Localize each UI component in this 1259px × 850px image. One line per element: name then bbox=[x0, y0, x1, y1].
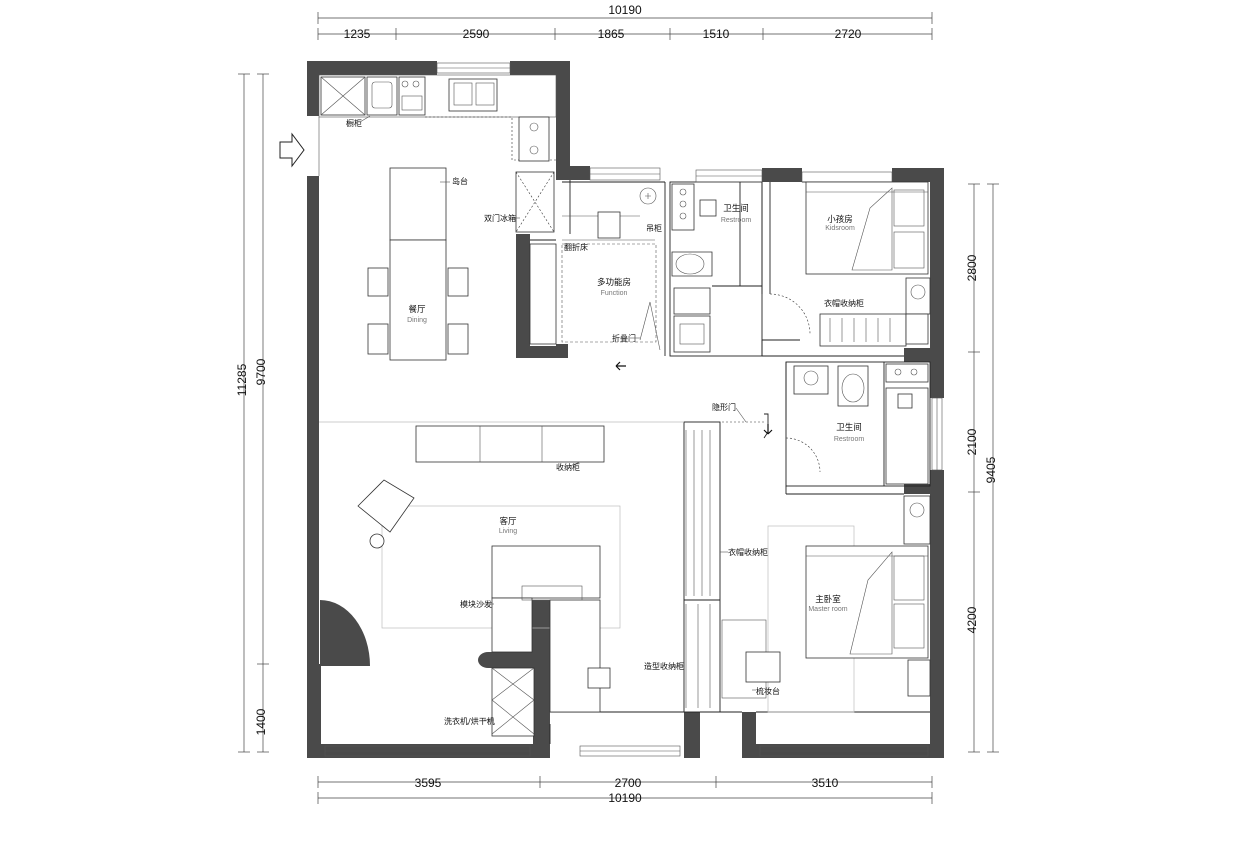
room-dining-cn: 餐厅 bbox=[408, 305, 426, 315]
label-sofa: 模块沙发 bbox=[460, 599, 492, 609]
dim-top-seg-5: 2720 bbox=[835, 27, 862, 41]
living-furniture bbox=[357, 425, 621, 737]
label-island: 岛台 bbox=[452, 176, 468, 186]
dim-left-inner: 9700 bbox=[254, 358, 268, 385]
dim-top-total: 10190 bbox=[608, 3, 642, 17]
room-kids-cn: 小孩房 bbox=[827, 214, 853, 225]
room-master-cn: 主卧室 bbox=[815, 594, 841, 605]
label-floor-drain: 吊柜 bbox=[646, 223, 662, 233]
doors bbox=[722, 293, 821, 473]
label-fridge: 双门冰箱 bbox=[484, 213, 516, 223]
room-dining-en: Dining bbox=[407, 317, 427, 324]
kids-room-furniture bbox=[805, 181, 931, 347]
dim-bottom-seg-2: 2700 bbox=[615, 776, 642, 790]
label-master-wardrobe: 衣帽收纳柜 bbox=[728, 547, 768, 557]
room-function-label: 多功能房 Function bbox=[597, 277, 631, 297]
room-living-label: 客厅 Living bbox=[499, 516, 517, 535]
label-storage-cabinet: 收纳柜 bbox=[556, 462, 580, 472]
dimension-top: 10190 1235 2590 1865 1510 2720 bbox=[317, 3, 933, 41]
dim-bottom-seg-3: 3510 bbox=[812, 776, 839, 790]
dim-top-seg-4: 1510 bbox=[703, 27, 730, 41]
label-kids-wardrobe: 衣帽收纳柜 bbox=[824, 298, 864, 308]
room-kids-label: 小孩房 Kidsroom bbox=[825, 214, 855, 232]
walls bbox=[307, 61, 944, 758]
room-function-en: Function bbox=[601, 290, 628, 297]
label-cabinet: 橱柜 bbox=[346, 118, 362, 128]
label-folding-bed: 翻折床 bbox=[564, 242, 588, 252]
arrow-down-icon bbox=[763, 424, 773, 435]
dining-area bbox=[367, 167, 469, 361]
dim-right-seg-3: 4200 bbox=[965, 606, 979, 633]
function-room-furniture bbox=[529, 187, 661, 351]
arrow-left-icon bbox=[615, 361, 626, 371]
room-kids-en: Kidsroom bbox=[825, 225, 855, 232]
master-room-furniture bbox=[685, 430, 931, 713]
dim-top-seg-3: 1865 bbox=[598, 27, 625, 41]
label-folding-door: 折叠门 bbox=[612, 333, 636, 343]
room-dining-label: 餐厅 Dining bbox=[407, 305, 427, 324]
room-restroom-top-en: Restroom bbox=[721, 217, 752, 224]
dim-top-seg-2: 2590 bbox=[463, 27, 490, 41]
restroom-master-fixtures bbox=[793, 363, 929, 485]
dim-top-seg-1: 1235 bbox=[344, 27, 371, 41]
label-entry-cabinet: 造型收纳柜 bbox=[644, 661, 684, 671]
room-restroom-master-cn: 卫生间 bbox=[836, 422, 862, 433]
room-restroom-master-label: 卫生间 Restroom bbox=[834, 422, 865, 443]
entrance-arrow-icon bbox=[279, 132, 305, 168]
dimension-left: 11285 9700 1400 bbox=[235, 73, 269, 753]
room-restroom-master-en: Restroom bbox=[834, 436, 865, 443]
dim-left-bottom: 1400 bbox=[254, 708, 268, 735]
room-restroom-top-label: 卫生间 Restroom bbox=[721, 203, 752, 224]
room-living-cn: 客厅 bbox=[499, 516, 517, 527]
kitchen-cabinets bbox=[320, 76, 555, 233]
dimension-bottom: 3595 2700 3510 10190 bbox=[317, 776, 933, 805]
dim-bottom-total: 10190 bbox=[608, 791, 642, 805]
dim-left-outer: 11285 bbox=[235, 363, 249, 396]
dim-right-seg-2: 2100 bbox=[965, 428, 979, 455]
room-master-en: Master room bbox=[808, 606, 847, 613]
label-washer: 洗衣机/烘干机 bbox=[444, 716, 495, 726]
room-living-en: Living bbox=[499, 528, 517, 535]
dim-right-seg-1: 2800 bbox=[965, 254, 979, 281]
dim-right-total: 9405 bbox=[984, 456, 998, 483]
room-function-cn: 多功能房 bbox=[597, 277, 631, 288]
restroom-top-fixtures bbox=[671, 183, 717, 353]
callout-labels: 橱柜 岛台 双门冰箱 翻折床 吊柜 折叠门 衣帽收纳柜 隐形门 收纳柜 衣帽收纳… bbox=[346, 115, 864, 726]
label-dresser: 梳妆台 bbox=[756, 686, 780, 696]
room-restroom-top-cn: 卫生间 bbox=[723, 203, 749, 214]
room-master-label: 主卧室 Master room bbox=[808, 594, 847, 613]
dimension-right: 2800 2100 4200 9405 bbox=[965, 183, 999, 753]
label-hidden-door: 隐形门 bbox=[712, 402, 736, 412]
dim-bottom-seg-1: 3595 bbox=[415, 776, 442, 790]
